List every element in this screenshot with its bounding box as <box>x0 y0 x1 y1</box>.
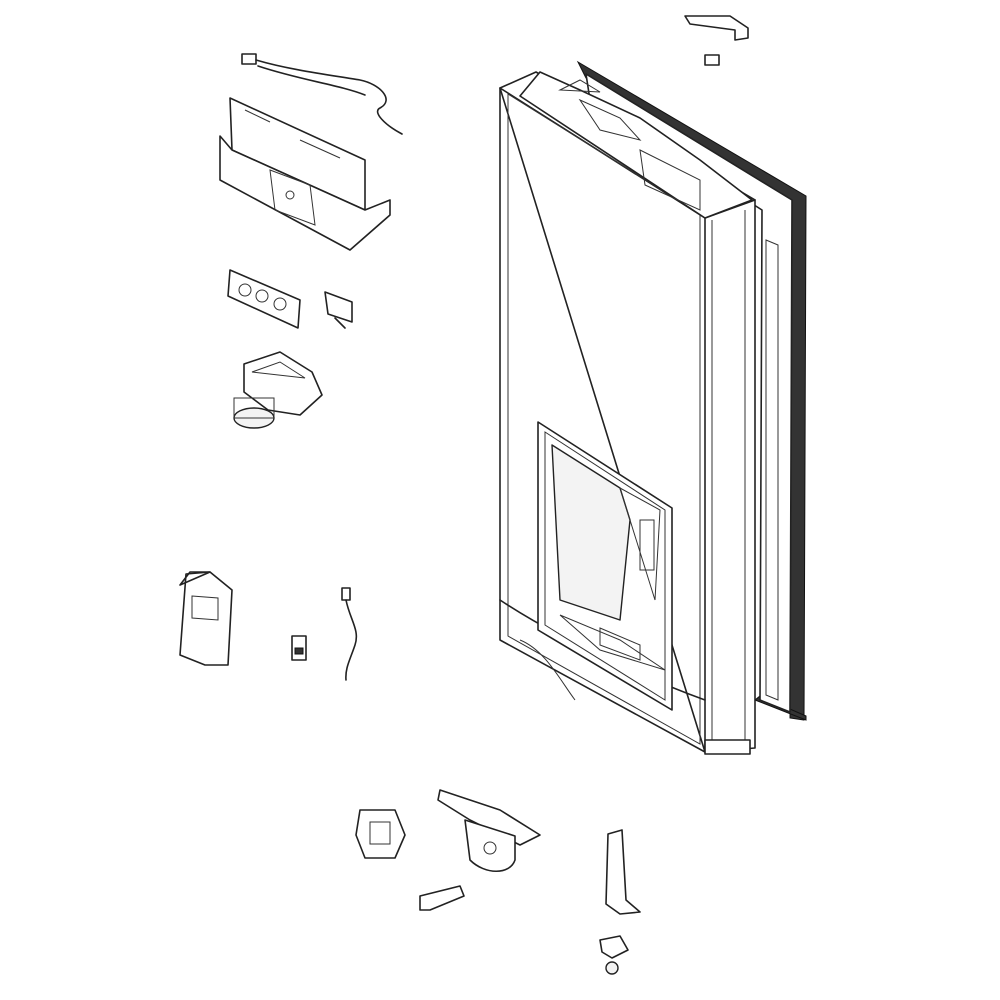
dispenser-motor-bracket <box>355 809 406 859</box>
top-hinge-cover <box>684 15 749 66</box>
wire-harness <box>241 53 403 135</box>
ice-chute <box>233 351 323 429</box>
switch-board <box>227 269 353 329</box>
sensor-wire <box>341 587 358 681</box>
lever-plate <box>419 885 465 911</box>
control-panel-housing <box>219 97 391 251</box>
dispenser-lever-assembly <box>437 789 541 873</box>
bottom-hinge-bracket <box>599 829 641 975</box>
dispenser-panel <box>179 571 233 666</box>
dispenser-recess <box>537 421 673 711</box>
micro-switch <box>291 635 307 661</box>
